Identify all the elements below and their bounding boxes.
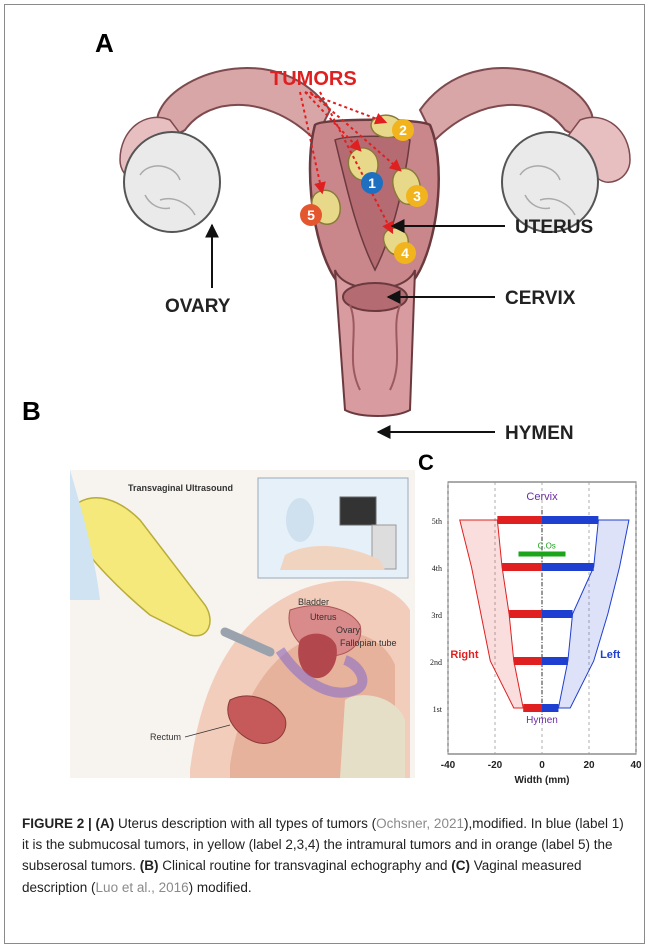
svg-text:1: 1: [368, 175, 376, 191]
panel-a-letter: A: [95, 28, 114, 58]
cervix-label: CERVIX: [505, 288, 576, 309]
tumors-label: TUMORS: [270, 68, 357, 90]
marker-2: 2: [392, 119, 414, 141]
right-bar-1: [523, 704, 542, 712]
clinician-figure: [286, 498, 314, 542]
fallopian-label: Fallopian tube: [340, 638, 397, 648]
caption-tag-a: (A): [96, 816, 115, 831]
right-fallopian-tube: [420, 68, 593, 140]
marker-1: 1: [361, 172, 383, 194]
x-tick-label: -40: [441, 760, 456, 771]
cervix-annotation: Cervix: [526, 491, 558, 503]
right-annotation: Right: [450, 649, 478, 661]
caption-tag-b: (B): [140, 858, 159, 873]
panel-b-letter: B: [22, 396, 41, 426]
level-tick-label: 4th: [432, 564, 442, 573]
left-bar-2: [542, 657, 568, 665]
x-tick-label: 0: [539, 760, 545, 771]
svg-text:2: 2: [399, 122, 407, 138]
level-tick-label: 1st: [433, 705, 443, 714]
bladder-label: Bladder: [298, 597, 329, 607]
ovary-label: OVARY: [165, 296, 231, 317]
x-tick-label: 20: [583, 760, 595, 771]
ultrasound-monitor: [340, 497, 376, 525]
right-bar-2: [514, 657, 542, 665]
marker-5: 5: [300, 204, 322, 226]
caption-text-3: Clinical routine for transvaginal echogr…: [159, 858, 452, 873]
x-tick-label: -20: [488, 760, 503, 771]
c-os-marker: [519, 552, 566, 557]
left-ovary: [124, 132, 220, 232]
marker-4: 4: [394, 242, 416, 264]
ultrasound-title: Transvaginal Ultrasound: [128, 483, 233, 493]
svg-text:3: 3: [413, 188, 421, 204]
c-os-label: C.Os: [538, 542, 556, 551]
figure-caption: FIGURE 2 | (A) Uterus description with a…: [22, 813, 634, 898]
right-bar-3: [509, 610, 542, 618]
left-bar-4: [542, 563, 594, 571]
caption-text-1: Uterus description with all types of tum…: [114, 816, 376, 831]
left-annotation: Left: [600, 649, 621, 661]
uterus-label: UTERUS: [515, 217, 593, 238]
caption-label: FIGURE 2 |: [22, 816, 96, 831]
level-tick-label: 5th: [432, 517, 442, 526]
caption-tag-c: (C): [451, 858, 470, 873]
caption-text-5: ) modified.: [189, 880, 252, 895]
level-tick-label: 2nd: [430, 658, 442, 667]
ovary-b-label: Ovary: [336, 625, 361, 635]
uterus-b-label: Uterus: [310, 612, 337, 622]
marker-3: 3: [406, 185, 428, 207]
svg-text:5: 5: [307, 207, 315, 223]
rectum-label: Rectum: [150, 732, 181, 742]
panel-a: A TUMORS: [95, 28, 630, 444]
caption-citation-luo[interactable]: Luo et al., 2016: [96, 880, 189, 895]
left-bar-3: [542, 610, 573, 618]
level-tick-label: 3rd: [431, 611, 442, 620]
sacrum-shape: [340, 695, 405, 778]
hymen-annotation: Hymen: [526, 715, 558, 726]
left-bar-5: [542, 516, 598, 524]
svg-text:4: 4: [401, 245, 409, 261]
right-bar-4: [502, 563, 542, 571]
x-axis-label: Width (mm): [515, 775, 570, 786]
panel-c-letter: C: [418, 450, 434, 475]
left-bar-1: [542, 704, 558, 712]
caption-citation-ochsner[interactable]: Ochsner, 2021: [376, 816, 464, 831]
x-tick-label: 40: [630, 760, 642, 771]
panel-b: B Transvaginal Ultrasound Bladder Uterus…: [22, 396, 415, 778]
right-bar-5: [497, 516, 542, 524]
hymen-label: HYMEN: [505, 423, 574, 444]
